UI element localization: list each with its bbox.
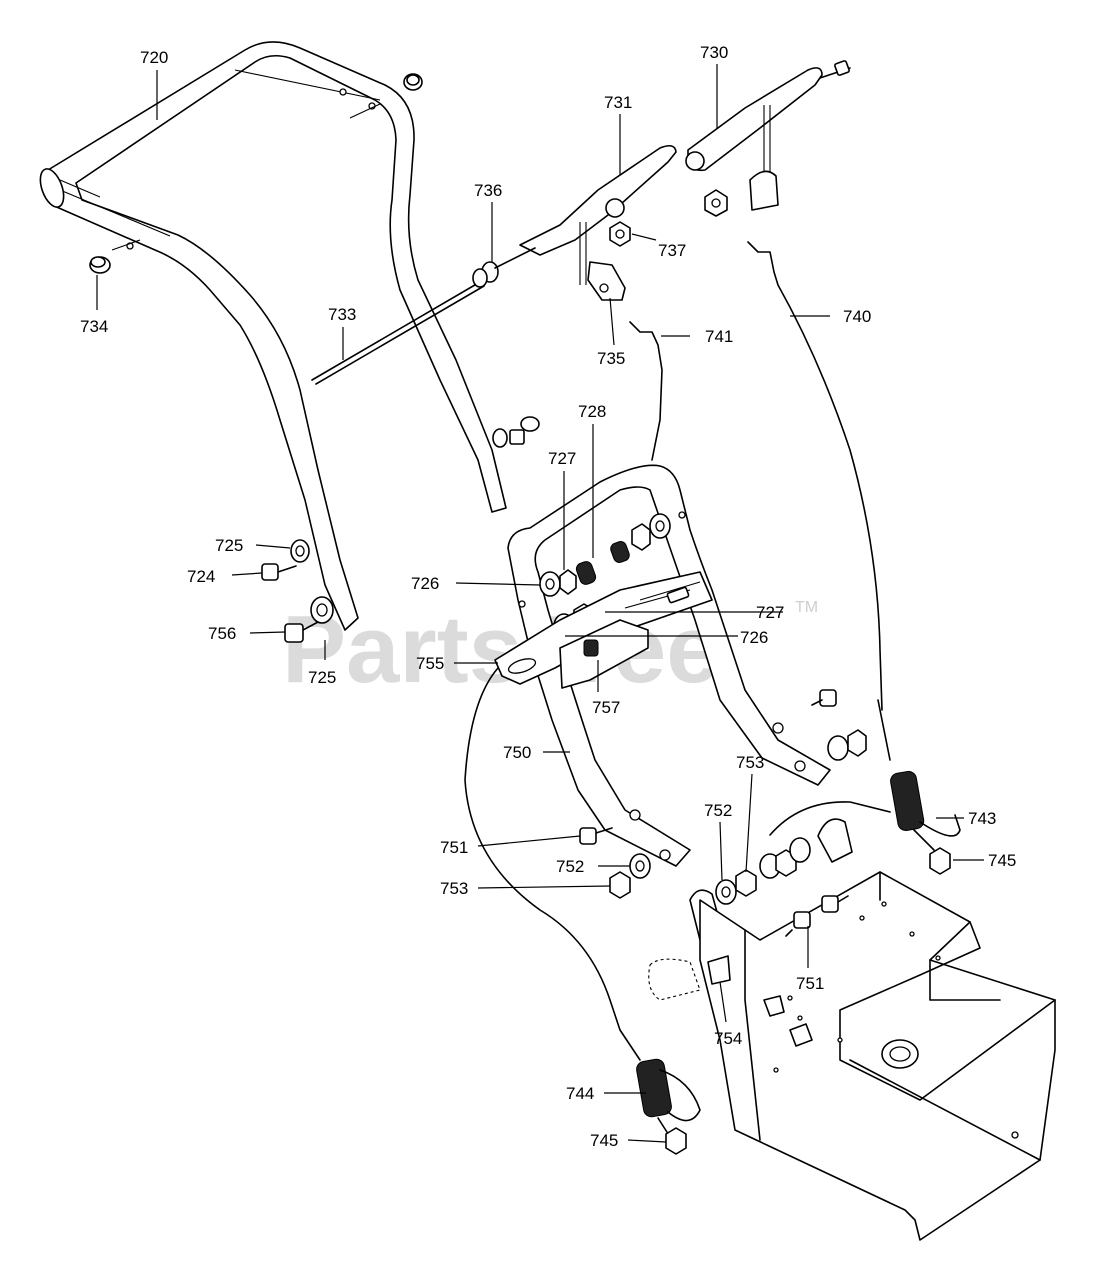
callout-727-lower: 727 xyxy=(756,603,784,622)
callout-744: 744 xyxy=(566,1084,594,1103)
callout-727-upper: 727 xyxy=(548,449,576,468)
nuts-745 xyxy=(665,847,951,1155)
callout-752-upper: 752 xyxy=(704,801,732,820)
callout-730: 730 xyxy=(700,43,728,62)
callout-725-upper: 725 xyxy=(215,536,243,555)
bracket-754 xyxy=(648,955,731,1001)
handle-knob-734 xyxy=(89,256,111,274)
cable-744 xyxy=(464,667,701,1141)
callout-757: 757 xyxy=(592,698,620,717)
control-lever-731 xyxy=(519,144,677,285)
cable-743 xyxy=(877,699,961,851)
watermark-trademark: TM xyxy=(795,599,818,616)
callout-741: 741 xyxy=(705,327,733,346)
callout-731: 731 xyxy=(604,93,632,112)
callout-753-lower: 753 xyxy=(440,879,468,898)
callout-725-lower: 725 xyxy=(308,668,336,687)
callout-751-right: 751 xyxy=(796,974,824,993)
handle-knob-top xyxy=(403,73,423,91)
bracket-735 xyxy=(587,261,626,301)
callout-753-upper: 753 xyxy=(736,753,764,772)
lower-handle-frame xyxy=(507,464,831,867)
housing-frame xyxy=(699,801,1056,1241)
upper-handle xyxy=(39,41,507,631)
bolts-lower-right xyxy=(811,689,867,761)
bolts-lower-left xyxy=(261,539,334,643)
callout-737: 737 xyxy=(658,241,686,260)
callout-752-lower: 752 xyxy=(556,857,584,876)
bolt-washer-mid-handle xyxy=(492,416,540,448)
callout-labels: 720 730 731 736 737 734 733 735 741 740 … xyxy=(80,43,1016,1150)
bolts-751-753 xyxy=(579,827,651,899)
callout-734: 734 xyxy=(80,317,108,336)
callout-751-left: 751 xyxy=(440,838,468,857)
hex-nuts-upper xyxy=(609,189,728,247)
callout-740: 740 xyxy=(843,307,871,326)
cable-741 xyxy=(629,321,663,461)
callout-736: 736 xyxy=(474,181,502,200)
callout-750: 750 xyxy=(503,743,531,762)
callout-720: 720 xyxy=(140,48,168,67)
callout-754: 754 xyxy=(714,1029,742,1048)
callout-745-lower: 745 xyxy=(590,1131,618,1150)
control-lever-730 xyxy=(685,60,851,211)
housing-bolts xyxy=(785,895,849,937)
callout-755: 755 xyxy=(416,654,444,673)
callout-726-lower: 726 xyxy=(740,628,768,647)
callout-726-upper: 726 xyxy=(411,574,439,593)
callout-733: 733 xyxy=(328,305,356,324)
cable-733 xyxy=(311,247,536,385)
callout-724: 724 xyxy=(187,567,215,586)
callout-756: 756 xyxy=(208,624,236,643)
callout-leaders xyxy=(96,64,984,1143)
cable-740 xyxy=(747,241,883,711)
callout-745-upper: 745 xyxy=(988,851,1016,870)
callout-743: 743 xyxy=(968,809,996,828)
bracket-757 xyxy=(559,619,649,689)
callout-728: 728 xyxy=(578,402,606,421)
pivot-assembly xyxy=(689,818,853,941)
callout-735: 735 xyxy=(597,349,625,368)
